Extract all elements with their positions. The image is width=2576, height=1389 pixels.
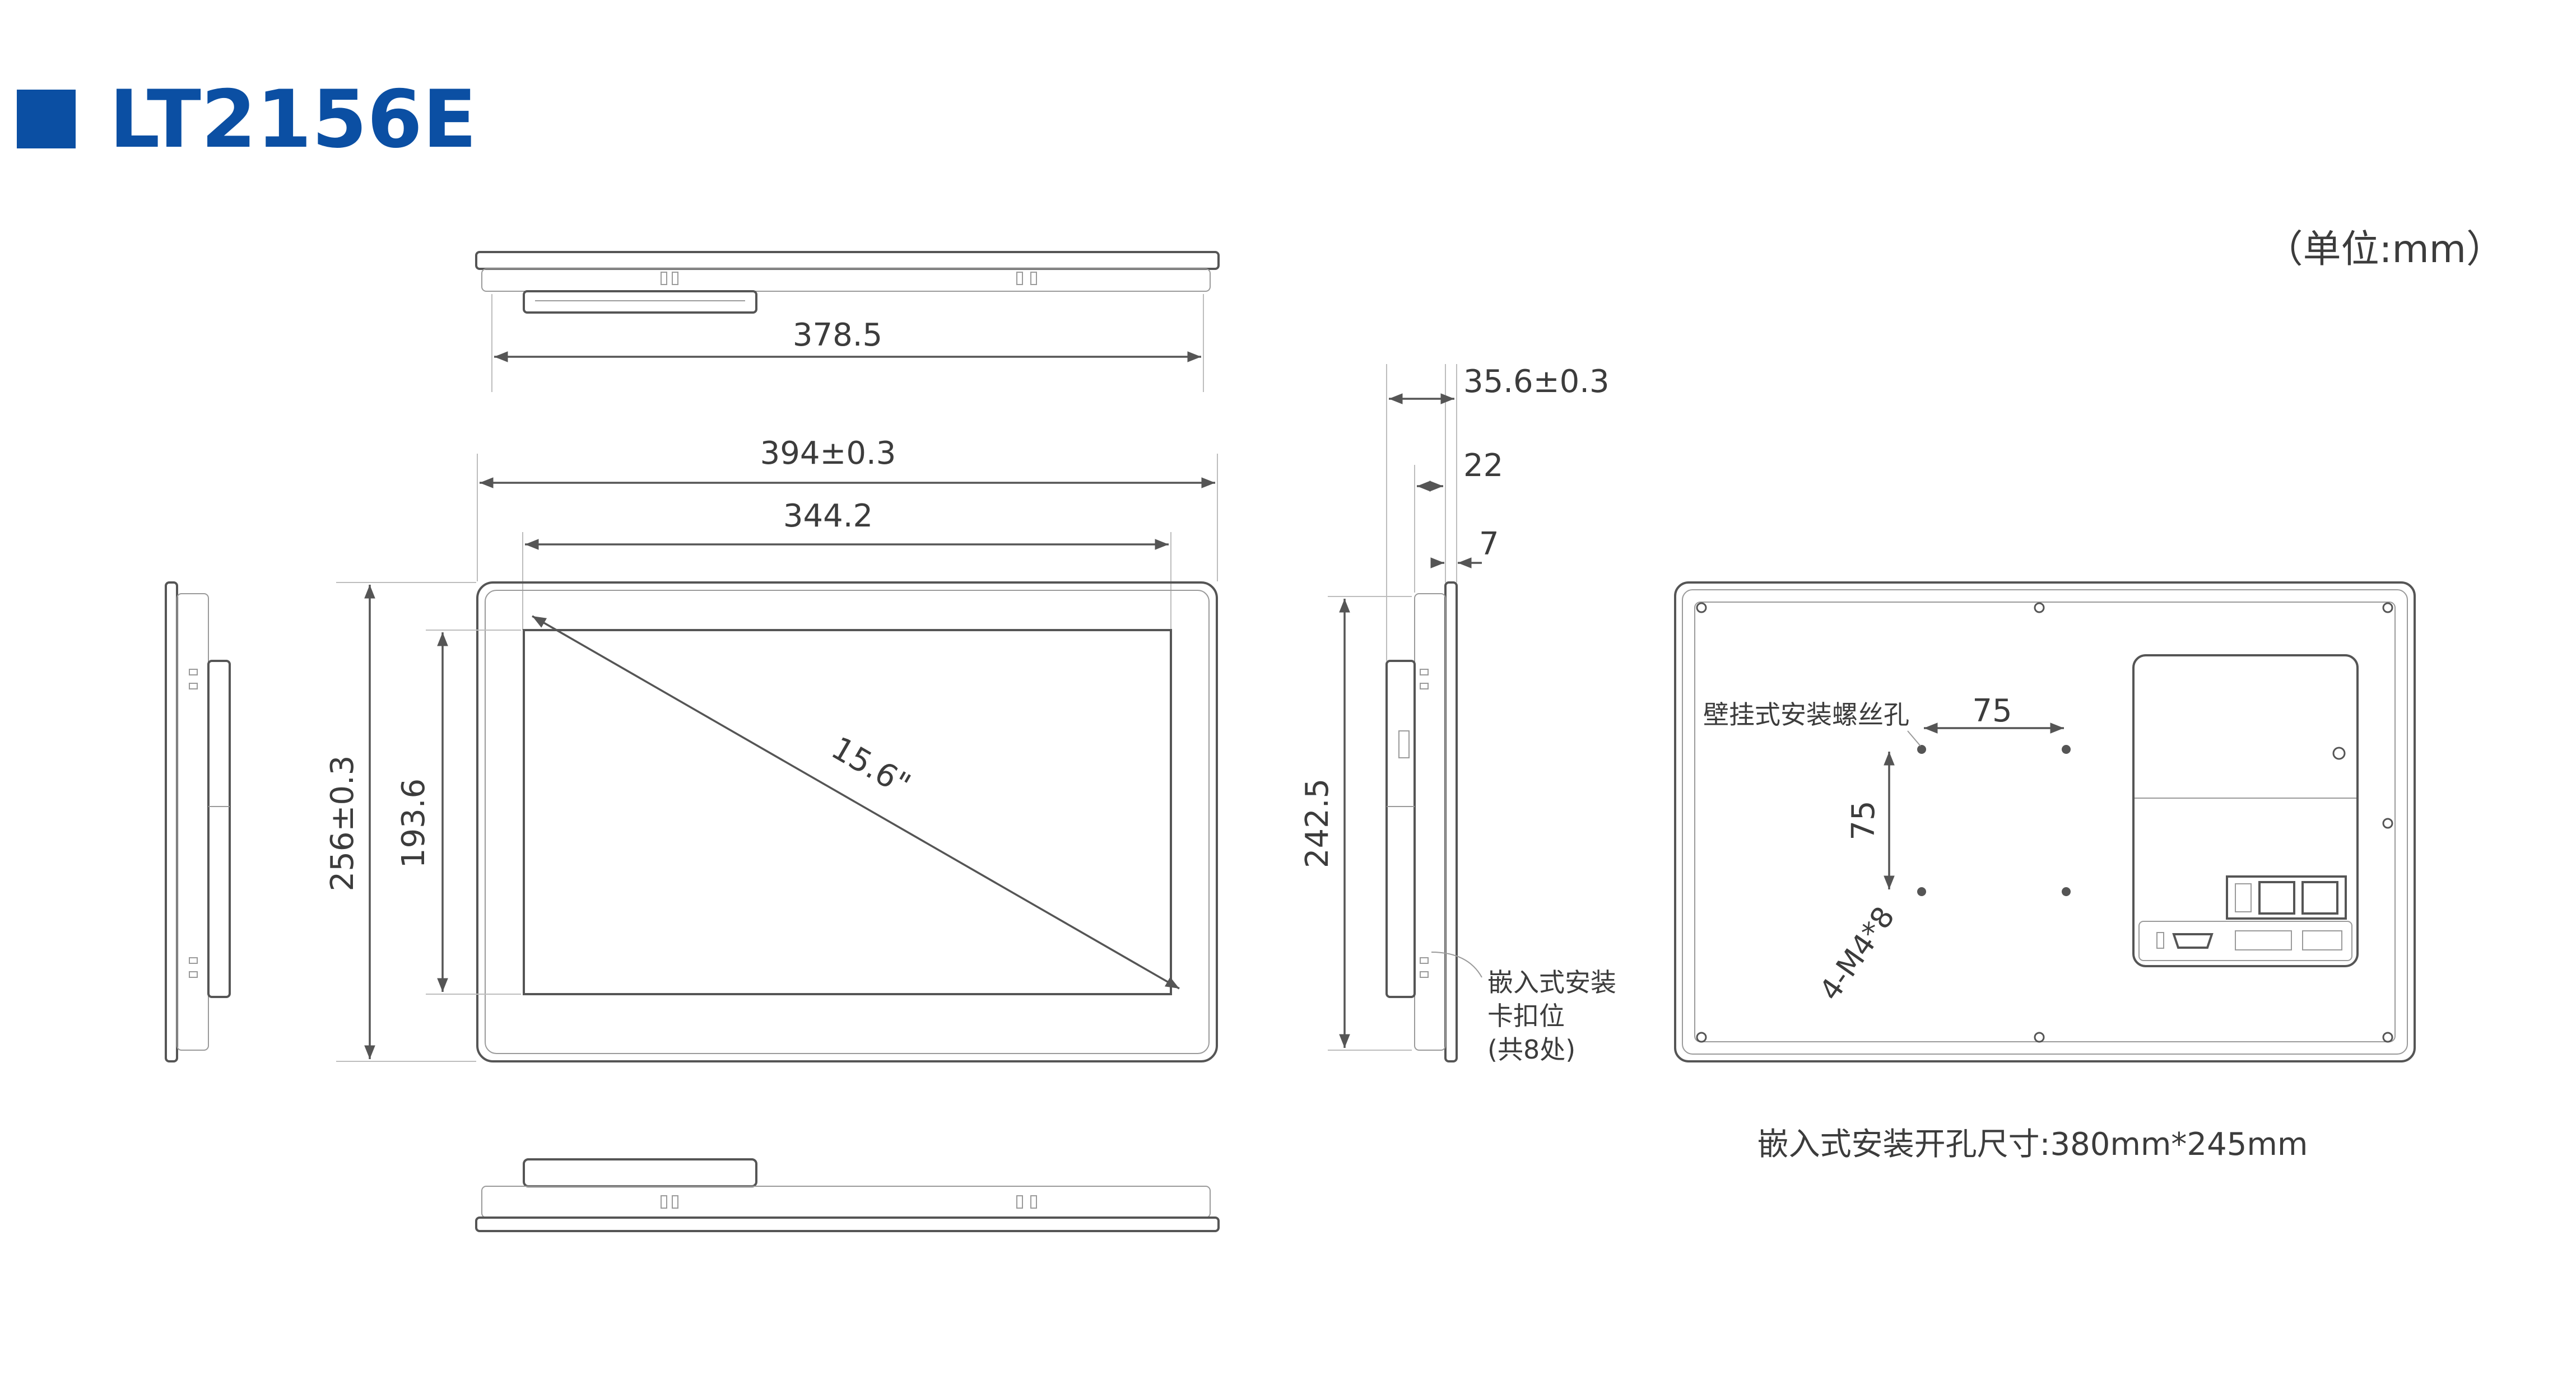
left-side-view	[165, 581, 231, 1062]
dim-side-height: 242.5	[1299, 779, 1336, 868]
dim-vesa-horizontal: 75	[1972, 693, 2012, 729]
screw-spec: 4-M4*8	[1813, 901, 1901, 1006]
clip-note-line2: 卡扣位	[1487, 1001, 1565, 1031]
front-view	[476, 581, 1218, 1062]
vesa-holes	[1917, 745, 2071, 896]
dim-top-width: 378.5	[793, 317, 882, 353]
clip-note-line1: 嵌入式安装	[1487, 967, 1616, 998]
dim-depth-bezel: 7	[1479, 526, 1499, 562]
dim-screen-width: 344.2	[783, 498, 873, 534]
rear-screws	[1696, 602, 2393, 1043]
wall-mount-note: 壁挂式安装螺丝孔	[1703, 700, 1909, 730]
right-side-view	[1385, 581, 1458, 1062]
dim-depth-body: 22	[1463, 448, 1503, 484]
header: LT2156E	[17, 73, 477, 166]
io-ports	[2156, 875, 2347, 950]
dim-vesa-vertical: 75	[1845, 800, 1882, 840]
dim-overall-height: 256±0.3	[324, 756, 361, 892]
top-view	[475, 251, 1220, 314]
title-square-icon	[17, 90, 76, 148]
rear-view	[1674, 581, 2416, 1062]
clip-note-line3: (共8处)	[1487, 1034, 1575, 1065]
cutout-note: 嵌入式安装开孔尺寸:380mm*245mm	[1757, 1126, 2308, 1163]
unit-note: （单位:mm）	[2265, 227, 2504, 272]
dim-overall-width: 394±0.3	[760, 435, 896, 472]
page-title: LT2156E	[109, 73, 477, 166]
dim-screen-height: 193.6	[396, 779, 432, 868]
dim-depth-total: 35.6±0.3	[1463, 363, 1610, 400]
bottom-view	[475, 1158, 1220, 1232]
